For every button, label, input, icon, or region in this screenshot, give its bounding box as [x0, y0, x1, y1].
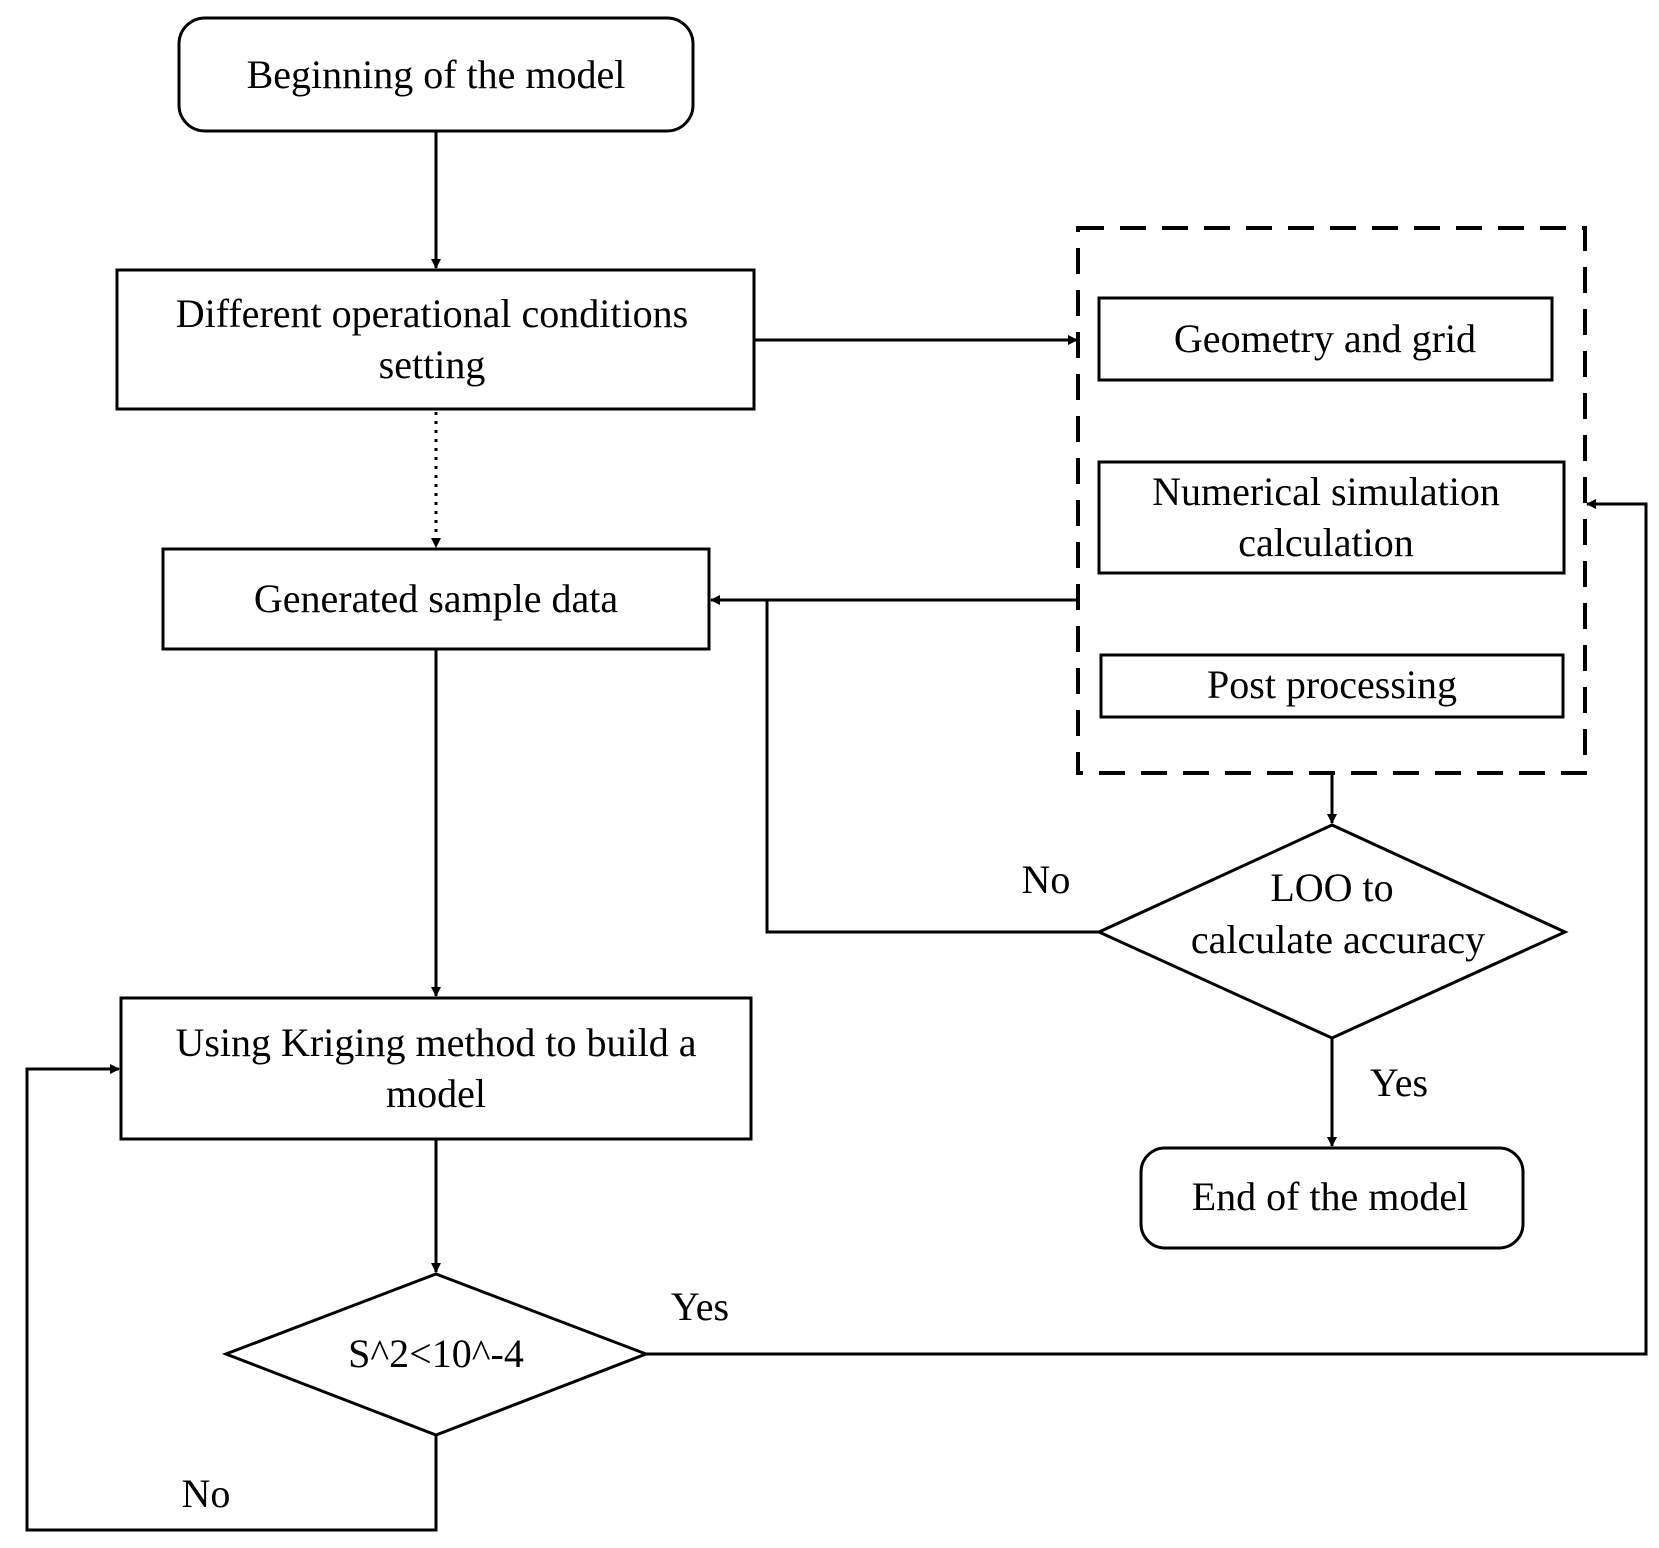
end-node-label: End of the model [1192, 1174, 1469, 1219]
conditions-node: Different operational conditions setting [115, 268, 756, 411]
variance-yes-label: Yes [671, 1284, 729, 1329]
variance-check-node: S^2<10^-4 [221, 1272, 651, 1437]
loo-yes-label: Yes [1370, 1060, 1428, 1105]
conditions-node-label-line2: setting [379, 342, 486, 387]
variance-no-label: No [182, 1471, 231, 1516]
edge-variance-yes-to-simulation [646, 499, 1648, 1356]
kriging-node-label-line1: Using Kriging method to build a [175, 1020, 696, 1065]
edge-variance-no-to-kriging [25, 1064, 438, 1532]
simulation-node: Numerical simulation calculation [1097, 460, 1566, 575]
kriging-node: Using Kriging method to build a model [119, 996, 753, 1141]
post-processing-node: Post processing [1099, 653, 1565, 719]
start-node: Beginning of the model [177, 16, 695, 133]
kriging-node-label-line2: model [386, 1071, 486, 1116]
conditions-node-label-line1: Different operational conditions [176, 291, 688, 336]
end-node: End of the model [1139, 1146, 1525, 1250]
samples-node-label: Generated sample data [254, 576, 619, 621]
simulation-node-label-line2: calculation [1238, 520, 1413, 565]
start-node-label: Beginning of the model [247, 52, 626, 97]
loo-no-label: No [1022, 857, 1071, 902]
variance-check-node-label: S^2<10^-4 [348, 1331, 524, 1376]
loo-check-node-label-line2: calculate accuracy [1191, 917, 1485, 962]
edge-loo-no-to-samples [765, 600, 1099, 934]
geometry-node: Geometry and grid [1097, 296, 1554, 382]
simulation-node-label-line1: Numerical simulation [1152, 469, 1500, 514]
loo-check-node-label-line1: LOO to [1270, 865, 1393, 910]
loo-check-node: LOO to calculate accuracy [1095, 823, 1569, 1040]
post-processing-node-label: Post processing [1207, 662, 1457, 707]
samples-node: Generated sample data [161, 547, 711, 651]
geometry-node-label: Geometry and grid [1174, 316, 1476, 361]
